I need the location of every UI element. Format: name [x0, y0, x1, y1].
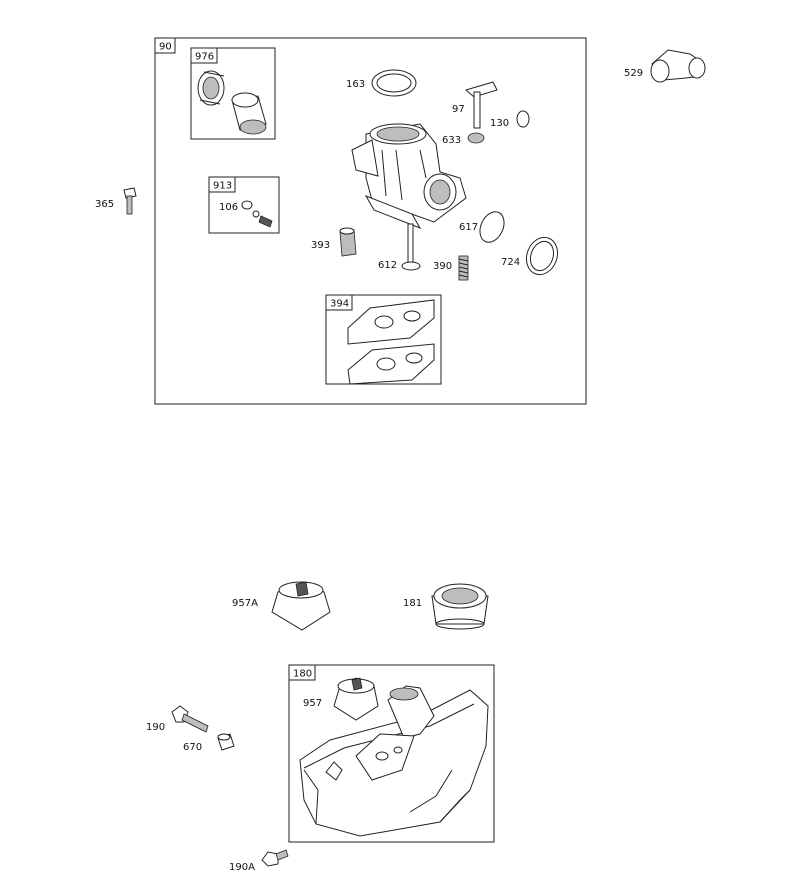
- part-label-elbow: 529: [624, 68, 643, 79]
- fuel-tank-group-frame: [288, 664, 495, 843]
- carburetor-body-illustration: [351, 123, 467, 229]
- needle-kit-label: 913: [213, 181, 232, 192]
- fuel-tank-illustration: [299, 685, 489, 837]
- needle-kit-frame: [208, 176, 280, 234]
- part-label-spacer: 670: [183, 742, 202, 753]
- filter-element-illustration: [197, 70, 267, 135]
- part-label-cap-181: 181: [403, 598, 422, 609]
- cap-957-illustration: [333, 677, 379, 721]
- carburetor-group-tag: [154, 37, 176, 54]
- filter-kit-frame: [190, 47, 276, 140]
- part-label-screw: 365: [95, 199, 114, 210]
- screw-illustration: [123, 187, 137, 215]
- part-label-choke-lever: 97: [452, 104, 465, 115]
- carburetor-group: 90 976 913 106 163 97: [154, 37, 587, 405]
- pickup-tube-illustration: [401, 223, 421, 271]
- part-label-cap-957a: 957A: [232, 598, 258, 609]
- gasket-ring-illustration: [525, 236, 559, 276]
- carburetor-group-frame: [154, 37, 587, 405]
- part-label-cap-957: 957: [303, 698, 322, 709]
- oring-side-illustration: [479, 211, 505, 243]
- gasket-kit-frame: [325, 294, 442, 385]
- part-label-seal: 633: [442, 135, 461, 146]
- needle-kit-tag: [208, 176, 236, 193]
- filter-kit-label: 976: [195, 52, 214, 63]
- gasket-illustration: [347, 299, 435, 385]
- filter-kit-tag: [190, 47, 218, 64]
- spring-illustration: [458, 255, 469, 281]
- spacer-illustration: [217, 733, 235, 751]
- elbow-illustration: [650, 49, 706, 83]
- needle-illustration: [241, 200, 273, 228]
- part-label-plug: 393: [311, 240, 330, 251]
- fuel-tank-group-tag: [288, 664, 316, 681]
- plug-illustration: [339, 227, 357, 257]
- cap-181-illustration: [431, 583, 489, 630]
- cap-957a-illustration: [271, 581, 331, 631]
- bolt-illustration: [171, 705, 209, 733]
- part-label-screw-190a: 190A: [229, 862, 255, 873]
- part-label-oring-side: 617: [459, 222, 478, 233]
- gasket-kit-label: 394: [330, 299, 349, 310]
- part-label-pickup-tube: 612: [378, 260, 397, 271]
- gasket-kit-tag: [325, 294, 353, 311]
- part-label-gasket-ring: 724: [501, 257, 520, 268]
- part-label-bolt: 190: [146, 722, 165, 733]
- fuel-tank-group: 180 957: [288, 664, 495, 843]
- carburetor-group-label: 90: [159, 42, 172, 53]
- part-label-needle: 106: [219, 202, 238, 213]
- part-label-spring: 390: [433, 261, 452, 272]
- washer-illustration: [516, 110, 530, 128]
- seal-illustration: [467, 132, 485, 144]
- fuel-tank-group-label: 180: [293, 669, 312, 680]
- part-label-oring-top: 163: [346, 79, 365, 90]
- choke-lever-illustration: [464, 81, 498, 129]
- part-label-washer: 130: [490, 118, 509, 129]
- screw-190a-illustration: [261, 849, 289, 867]
